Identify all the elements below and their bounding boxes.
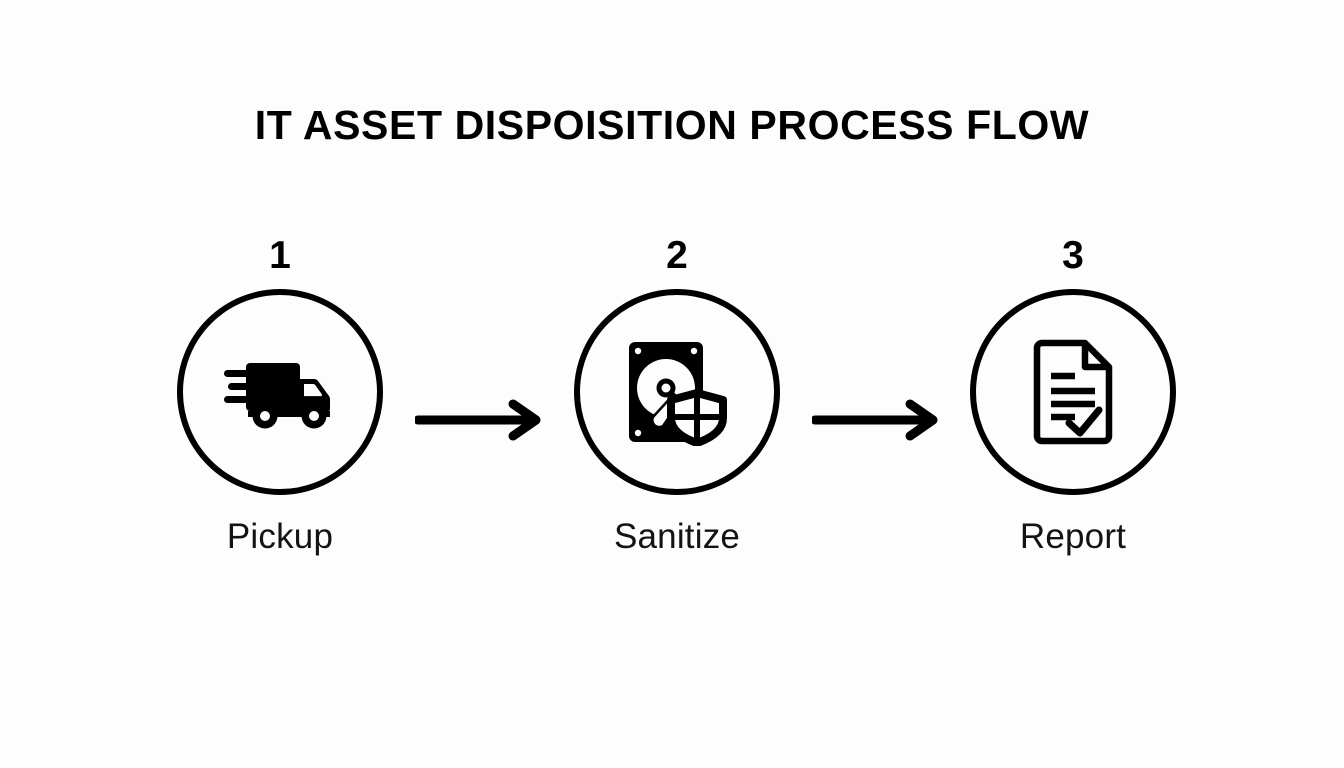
arrow-right-icon (415, 395, 547, 445)
step-circle-1 (177, 289, 383, 495)
step-number-1: 1 (269, 234, 291, 277)
step-label-2: Sanitize (613, 517, 741, 556)
step-number-2: 2 (666, 234, 688, 277)
step-circle-2 (574, 289, 780, 495)
step-label-1: Pickup (226, 517, 334, 556)
document-check-icon (1029, 338, 1117, 446)
step-circle-3 (970, 289, 1176, 495)
step-label-3: Report (1019, 517, 1127, 556)
process-step-pickup[interactable]: 1 (140, 236, 420, 557)
delivery-truck-icon (224, 353, 336, 431)
flow-connector-2 (812, 395, 944, 445)
step-number-3: 3 (1062, 234, 1084, 277)
process-step-sanitize[interactable]: 2 (537, 236, 817, 557)
hard-drive-shield-icon (625, 338, 729, 446)
flow-connector-1 (415, 395, 547, 445)
process-flow-diagram: 1 (0, 236, 1344, 576)
arrow-right-icon (812, 395, 944, 445)
process-step-report[interactable]: 3 Report (933, 236, 1213, 557)
page-title: IT ASSET DISPOISITION PROCESS FLOW (254, 102, 1090, 148)
